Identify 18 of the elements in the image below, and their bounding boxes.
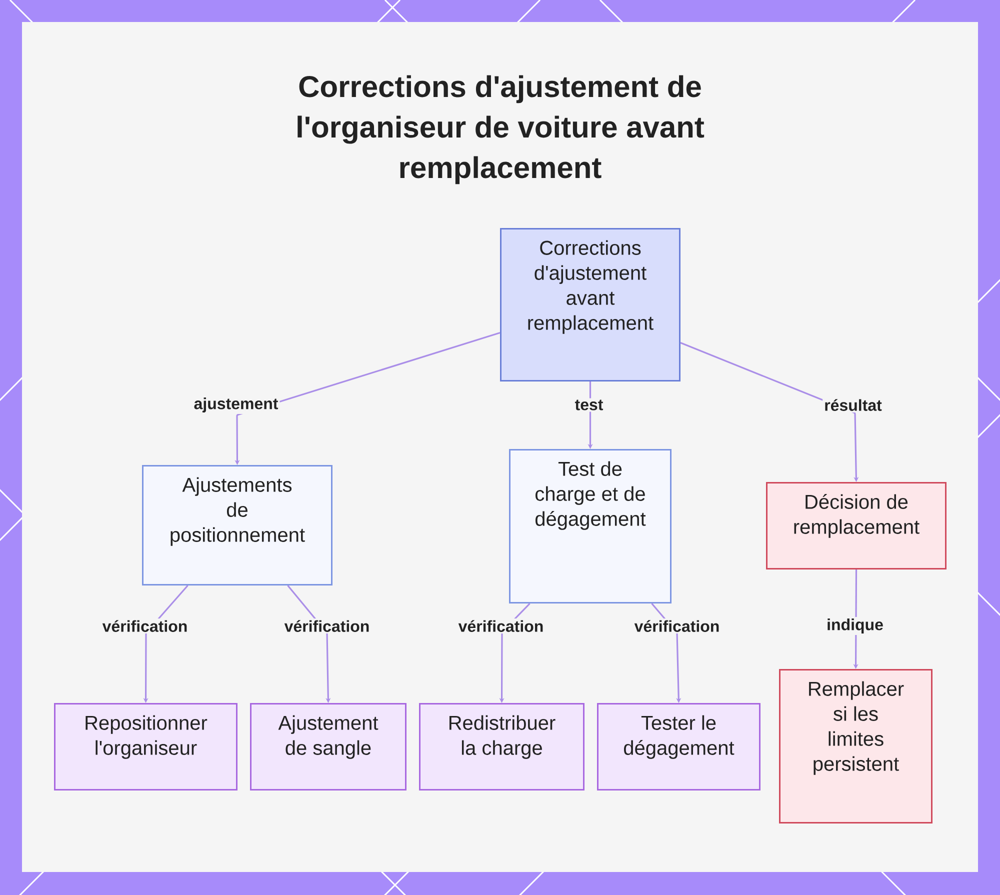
process-box: Redistribuer la charge (419, 703, 584, 790)
title: Corrections d'ajustement de l'organiseur de voiture avant remplacement (298, 75, 704, 184)
process-box: Ajustement de sangle (250, 703, 406, 790)
process-box: Tester le dégagement (597, 703, 760, 790)
edge-label: vérification (456, 618, 546, 634)
edge-label: vérification (632, 618, 722, 634)
process-box: Décision de remplacement (766, 482, 947, 570)
process-box: Corrections d'ajustement avant remplacement (500, 228, 680, 382)
edge-label: ajustement (192, 396, 280, 414)
process-box: Repositionner l'organiseur (54, 703, 238, 790)
process-box: Test de charge et de dégagement (509, 449, 672, 604)
process-box: Ajustements de positionnement (142, 465, 332, 586)
edge-label: vérification (282, 618, 372, 634)
edge-label: test (573, 398, 605, 412)
process-box: Remplacer si les limites persistent (779, 669, 933, 824)
edge-label: résultat (822, 398, 884, 412)
edge-label: vérification (100, 618, 190, 634)
edge-label: indique (825, 617, 885, 635)
